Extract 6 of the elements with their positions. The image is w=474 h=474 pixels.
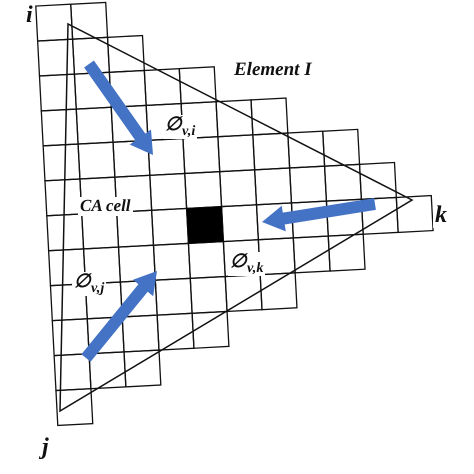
vertex-label: k [433, 202, 449, 228]
diagram-label: CA cell [78, 197, 133, 216]
diagram-label: ∅$_{v,j}$ [72, 272, 106, 296]
diagram-label: ∅$_{v,k}$ [228, 252, 266, 276]
diagram-label: ∅$_{v,i}$ [163, 115, 198, 140]
vertex-label: j [40, 434, 51, 460]
